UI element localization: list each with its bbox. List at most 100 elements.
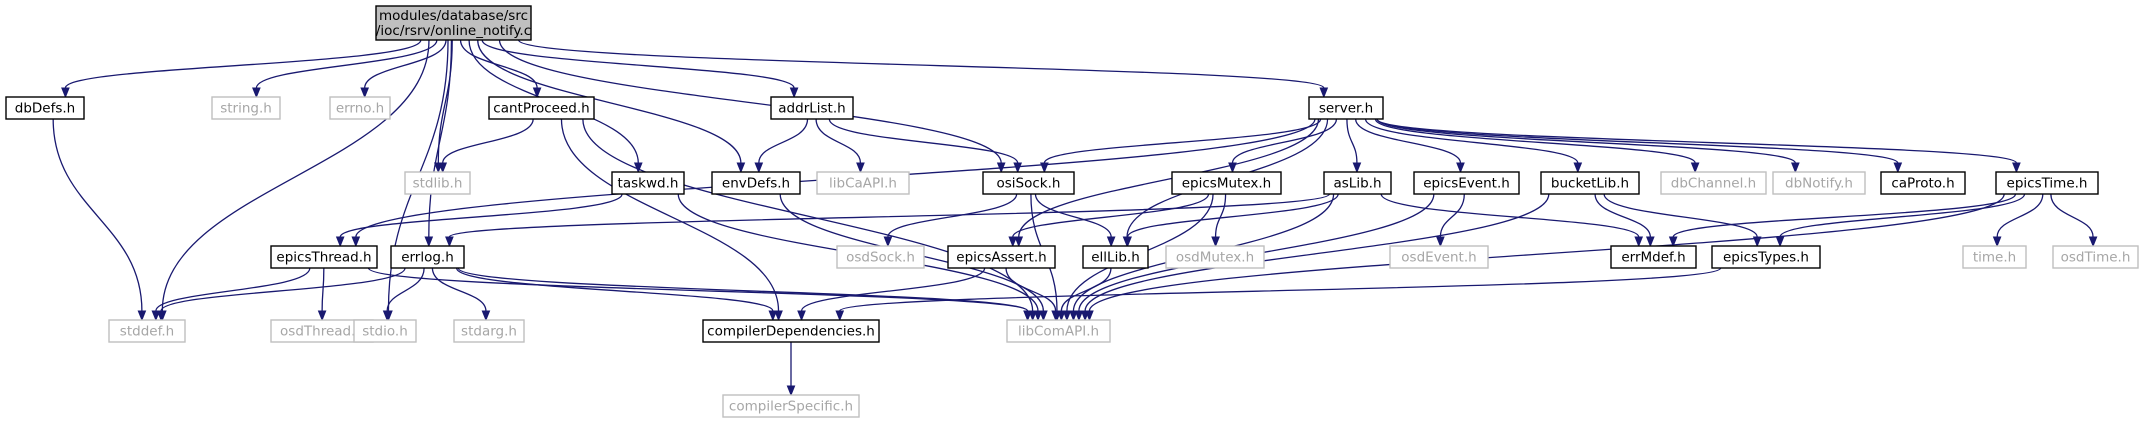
arrowhead (768, 310, 778, 322)
node-envDefs[interactable]: envDefs.h (711, 171, 801, 195)
node-libCaAPI: libCaAPI.h (816, 171, 910, 195)
arrowhead (754, 162, 764, 174)
edge-line (481, 39, 795, 89)
edge-line (1018, 118, 1320, 238)
node-label: compilerSpecific.h (729, 399, 853, 415)
arrowhead (1028, 310, 1037, 322)
node-stddef: stddef.h (108, 319, 186, 343)
arrowhead (424, 236, 434, 248)
node-dbChannel: dbChannel.h (1660, 171, 1767, 195)
edge-server-to-bucketLib (1364, 118, 1583, 174)
node-root[interactable]: modules/database/src/ioc/rsrv/online_not… (375, 5, 532, 41)
node-bucketLib[interactable]: bucketLib.h (1540, 171, 1640, 195)
edge-epicsTime-to-osdTime (2050, 193, 2098, 248)
node-label: osdTime.h (2061, 250, 2131, 266)
edge-cantProceed-to-stdlib (438, 118, 534, 174)
edge-asLib-to-errMdef (1380, 193, 1644, 248)
node-box (404, 171, 471, 195)
arrowhead (137, 310, 147, 322)
node-asLib[interactable]: asLib.h (1323, 171, 1392, 195)
node-label: libCaAPI.h (829, 176, 897, 192)
node-dbDefs[interactable]: dbDefs.h (5, 96, 85, 120)
arrowhead (1014, 236, 1024, 248)
node-stdio: stdio.h (353, 319, 417, 343)
node-osdMutex: osdMutex.h (1165, 245, 1265, 269)
arrowhead (1436, 236, 1445, 248)
arrowhead (774, 310, 783, 322)
arrowhead (1123, 236, 1132, 248)
node-label: epicsMutex.h (1182, 176, 1271, 192)
node-epicsTypes[interactable]: epicsTypes.h (1711, 245, 1821, 269)
edge-root-to-envDefs (477, 39, 746, 174)
arrowhead (252, 87, 261, 99)
arrowhead (360, 87, 370, 99)
node-epicsMutex[interactable]: epicsMutex.h (1171, 171, 1282, 195)
edge-line (1354, 118, 1462, 164)
node-label: dbNotify.h (1785, 176, 1853, 192)
node-osdEvent: osdEvent.h (1389, 245, 1489, 269)
arrowhead (2088, 236, 2098, 248)
node-box (329, 96, 391, 120)
node-epicsTime[interactable]: epicsTime.h (1995, 171, 2099, 195)
edge-line (1374, 118, 1696, 164)
arrowhead (317, 310, 327, 322)
arrowhead (1023, 310, 1032, 322)
node-box (488, 96, 595, 120)
node-epicsEvent[interactable]: epicsEvent.h (1413, 171, 1520, 195)
edge-line (155, 267, 311, 312)
arrowhead (61, 87, 70, 99)
arrowhead (797, 310, 806, 322)
node-osiSock[interactable]: osiSock.h (982, 171, 1075, 195)
edge-line (1346, 118, 1358, 164)
node-box (375, 5, 532, 41)
node-box (2052, 245, 2139, 269)
edge-errlog-to-stdarg (431, 267, 491, 322)
arrowhead (1992, 236, 2002, 248)
edge-line (1672, 193, 2017, 238)
arrowhead (856, 162, 865, 174)
node-epicsAssert[interactable]: epicsAssert.h (947, 245, 1056, 269)
node-label: compilerDependencies.h (707, 324, 875, 340)
edge-epicsMutex-to-osdMutex (1211, 193, 1227, 248)
node-box (453, 319, 525, 343)
edge-line (1088, 193, 2005, 312)
node-box (390, 245, 465, 269)
edge-line (52, 118, 143, 312)
node-addrList[interactable]: addrList.h (770, 96, 854, 120)
node-ellLib[interactable]: ellLib.h (1082, 245, 1149, 269)
node-label: epicsAssert.h (956, 250, 1046, 266)
node-server[interactable]: server.h (1308, 96, 1384, 120)
edge-line (498, 39, 1002, 164)
node-compilerDependencies[interactable]: compilerDependencies.h (702, 319, 880, 343)
node-box (1389, 245, 1489, 269)
edge-root-to-errlog (424, 39, 453, 248)
node-errMdef[interactable]: errMdef.h (1610, 245, 1697, 269)
edge-line (64, 39, 422, 89)
node-label: epicsTime.h (2007, 176, 2088, 192)
arrowhead (1039, 310, 1048, 322)
arrowhead (1211, 236, 1220, 248)
node-box (816, 171, 910, 195)
node-caProto[interactable]: caProto.h (1880, 171, 1966, 195)
node-stdarg: stdarg.h (453, 319, 525, 343)
node-dbNotify: dbNotify.h (1772, 171, 1866, 195)
node-epicsThread[interactable]: epicsThread.h (270, 245, 378, 269)
node-cantProceed[interactable]: cantProceed.h (488, 96, 595, 120)
edge-line (1996, 193, 2044, 238)
arrowhead (1074, 310, 1084, 322)
arrowhead (445, 236, 454, 248)
edge-line (1380, 193, 1640, 238)
edge-epicsTime-to-errMdef (1668, 193, 2017, 248)
edge-server-to-epicsTime (1376, 118, 2021, 174)
edge-line (1779, 193, 2026, 238)
node-box (1772, 171, 1866, 195)
node-label: osdEvent.h (1401, 250, 1476, 266)
arrowhead (1352, 162, 1362, 174)
edge-server-to-dbNotify (1376, 118, 1800, 174)
arrowhead (1791, 162, 1800, 174)
node-errlog[interactable]: errlog.h (390, 245, 465, 269)
edge-addrList-to-osiSock (828, 118, 1023, 174)
arrowhead (1634, 236, 1644, 248)
edge-server-to-epicsAssert (1014, 118, 1320, 248)
node-taskwd[interactable]: taskwd.h (611, 171, 685, 195)
